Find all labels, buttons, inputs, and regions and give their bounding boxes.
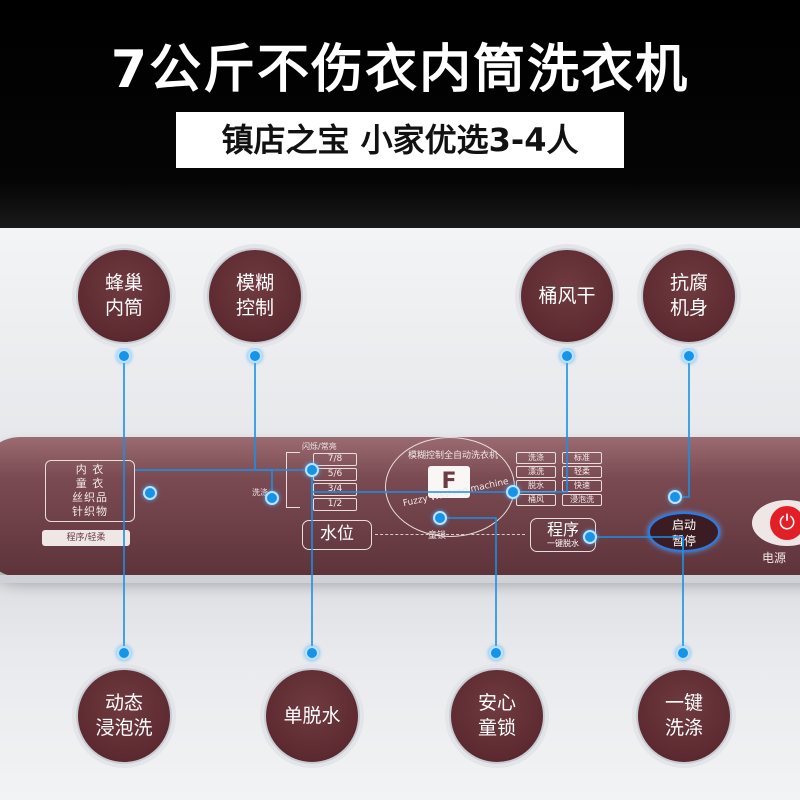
connector-dot	[248, 349, 262, 363]
panel-edge	[0, 575, 800, 583]
connector-dot	[489, 646, 503, 660]
feature-line: 动态	[104, 692, 143, 714]
page-title: 7公斤不伤衣内筒洗衣机	[110, 40, 690, 100]
water-level-button[interactable]: 水位	[302, 520, 372, 550]
connector-line	[135, 469, 313, 653]
feature-line: 蜂巢	[104, 272, 143, 294]
water-level-grid: 7/8 5/6 3/4 1/2	[313, 453, 357, 513]
subtitle-box: 镇店之宝 小家优选3-4人	[176, 112, 624, 168]
power-icon[interactable]: ⏻	[770, 506, 800, 540]
feature-bubble-tub-dry: 桶风干	[519, 248, 615, 344]
program-indicator: 浸泡洗	[562, 494, 602, 506]
power-label: 电源	[762, 551, 787, 565]
connector-dot	[117, 646, 131, 660]
connector-line	[254, 356, 273, 498]
feature-bubble-fuzzy-control: 模糊 控制	[207, 248, 303, 344]
program-indicator: 快速	[562, 480, 602, 492]
feature-line: 桶风干	[538, 284, 596, 307]
water-level-indicator: 3/4	[313, 483, 357, 496]
start-label: 启动	[671, 518, 696, 532]
wash-indicator-label: 洗涤	[252, 488, 268, 497]
water-level-header: 闪烁/常亮	[302, 442, 337, 451]
fabric-label: 内 衣	[75, 463, 105, 476]
connector-dot	[506, 485, 520, 499]
water-bracket	[286, 452, 300, 508]
feature-line: 童锁	[477, 717, 516, 739]
program-indicator: 洗涤	[516, 452, 556, 464]
connector-dot	[117, 349, 131, 363]
feature-bubble-spin-only: 单脱水	[264, 668, 360, 764]
connector-line	[440, 517, 497, 653]
program-button[interactable]: 程序 一键脱水	[530, 518, 596, 552]
connector-dot	[676, 646, 690, 660]
feature-line: 单脱水	[283, 704, 341, 727]
program-button-label: 程序	[546, 520, 579, 539]
program-indicator: 轻柔	[562, 466, 602, 478]
connector-dot	[682, 349, 696, 363]
connector-dot	[265, 491, 279, 505]
fabric-tag: 程序/轻柔	[42, 530, 130, 546]
child-lock-label: 童锁	[428, 531, 447, 541]
connector-line	[590, 536, 684, 653]
connector-dot	[305, 646, 319, 660]
feature-line: 安心	[477, 692, 516, 714]
feature-line: 浸泡洗	[95, 717, 153, 739]
panel-dashed-line	[375, 534, 525, 535]
feature-bubble-anti-corrosion: 抗腐 机身	[641, 248, 737, 344]
fabric-label: 童 衣	[75, 477, 105, 490]
connector-line	[311, 470, 513, 493]
water-level-indicator: 1/2	[313, 498, 357, 511]
connector-dot	[433, 511, 447, 525]
feature-line: 模糊	[235, 272, 274, 294]
connector-line	[675, 356, 690, 498]
fabric-label-box: 内 衣 童 衣 丝织品 针织物	[45, 460, 135, 522]
program-row: 洗涤 标准	[516, 452, 616, 464]
feature-line: 抗腐	[669, 272, 708, 294]
feature-bubble-child-lock: 安心 童锁	[449, 668, 545, 764]
connector-dot	[668, 490, 682, 504]
program-button-sub: 一键脱水	[547, 539, 579, 548]
feature-bubble-honeycomb-drum: 蜂巢 内筒	[76, 248, 172, 344]
connector-line	[513, 356, 568, 493]
program-indicator: 漂洗	[516, 466, 556, 478]
feature-line: 洗涤	[664, 717, 703, 739]
feature-line: 机身	[669, 297, 708, 319]
feature-bubble-one-key-wash: 一键 洗涤	[636, 668, 732, 764]
feature-bubble-soak-wash: 动态 浸泡洗	[76, 668, 172, 764]
fabric-label: 丝织品	[72, 491, 108, 504]
feature-line: 一键	[664, 692, 703, 714]
program-indicator: 标准	[562, 452, 602, 464]
connector-dot	[583, 530, 597, 544]
connector-dot	[305, 463, 319, 477]
feature-line: 控制	[235, 297, 274, 319]
water-level-indicator: 7/8	[313, 453, 357, 466]
feature-line: 内筒	[104, 297, 143, 319]
program-row: 漂洗 轻柔	[516, 466, 616, 478]
start-pause-button[interactable]: 启动 暂停	[648, 512, 720, 552]
connector-dot	[560, 349, 574, 363]
connector-dot	[143, 486, 157, 500]
program-indicator: 桶风	[516, 494, 556, 506]
fabric-label: 针织物	[72, 505, 108, 518]
logo-ring-text: 模糊控制全自动洗衣机	[408, 451, 499, 461]
program-row: 桶风 浸泡洗	[516, 494, 616, 506]
header-banner: 7公斤不伤衣内筒洗衣机 镇店之宝 小家优选3-4人	[0, 0, 800, 228]
